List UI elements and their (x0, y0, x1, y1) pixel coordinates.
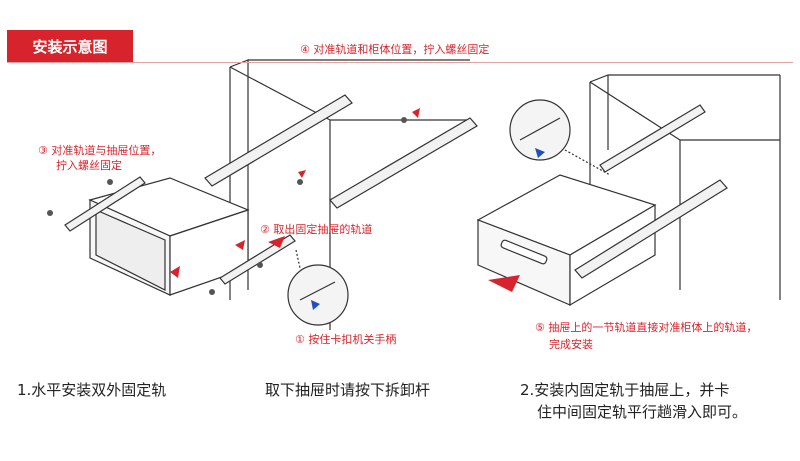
cabinet-right (589, 74, 781, 300)
rail-drawer-side (64, 176, 296, 285)
caption-left: 1.水平安装双外固定轨 (17, 381, 167, 399)
annotation-step3-line2: 拧入螺丝固定 (56, 159, 122, 172)
annotation-step5-line2: 完成安装 (549, 338, 593, 351)
section-title: 安装示意图 (7, 30, 133, 62)
rail-cabinet-side (204, 94, 478, 209)
blue-pointer (311, 300, 320, 310)
caption-right-line2: 住中间固定轨平行趟滑入即可。 (537, 403, 748, 421)
caption-right-line1: 2.安装内固定轨于抽屉上，并卡 (520, 381, 730, 399)
direction-arrows (170, 108, 520, 292)
annotation-step1: ① 按住卡扣机关手柄 (295, 333, 397, 346)
caption-middle: 取下抽屉时请按下拆卸杆 (265, 381, 431, 399)
zoom-detail-right (509, 99, 571, 161)
rail-right (574, 179, 728, 279)
annotation-step2: ② 取出固定抽屉的轨道 (260, 223, 373, 236)
annotation-step4: ④ 对准轨道和柜体位置，拧入螺丝固定 (300, 43, 490, 56)
annotation-step3-line1: ③ 对准轨道与抽屉位置， (38, 144, 162, 157)
screws (47, 117, 407, 295)
annotation-step5-line1: ⑤ 抽屉上的一节轨道直接对准柜体上的轨道， (535, 321, 758, 334)
zoom-detail-handle (287, 264, 349, 326)
title-divider (7, 62, 793, 63)
